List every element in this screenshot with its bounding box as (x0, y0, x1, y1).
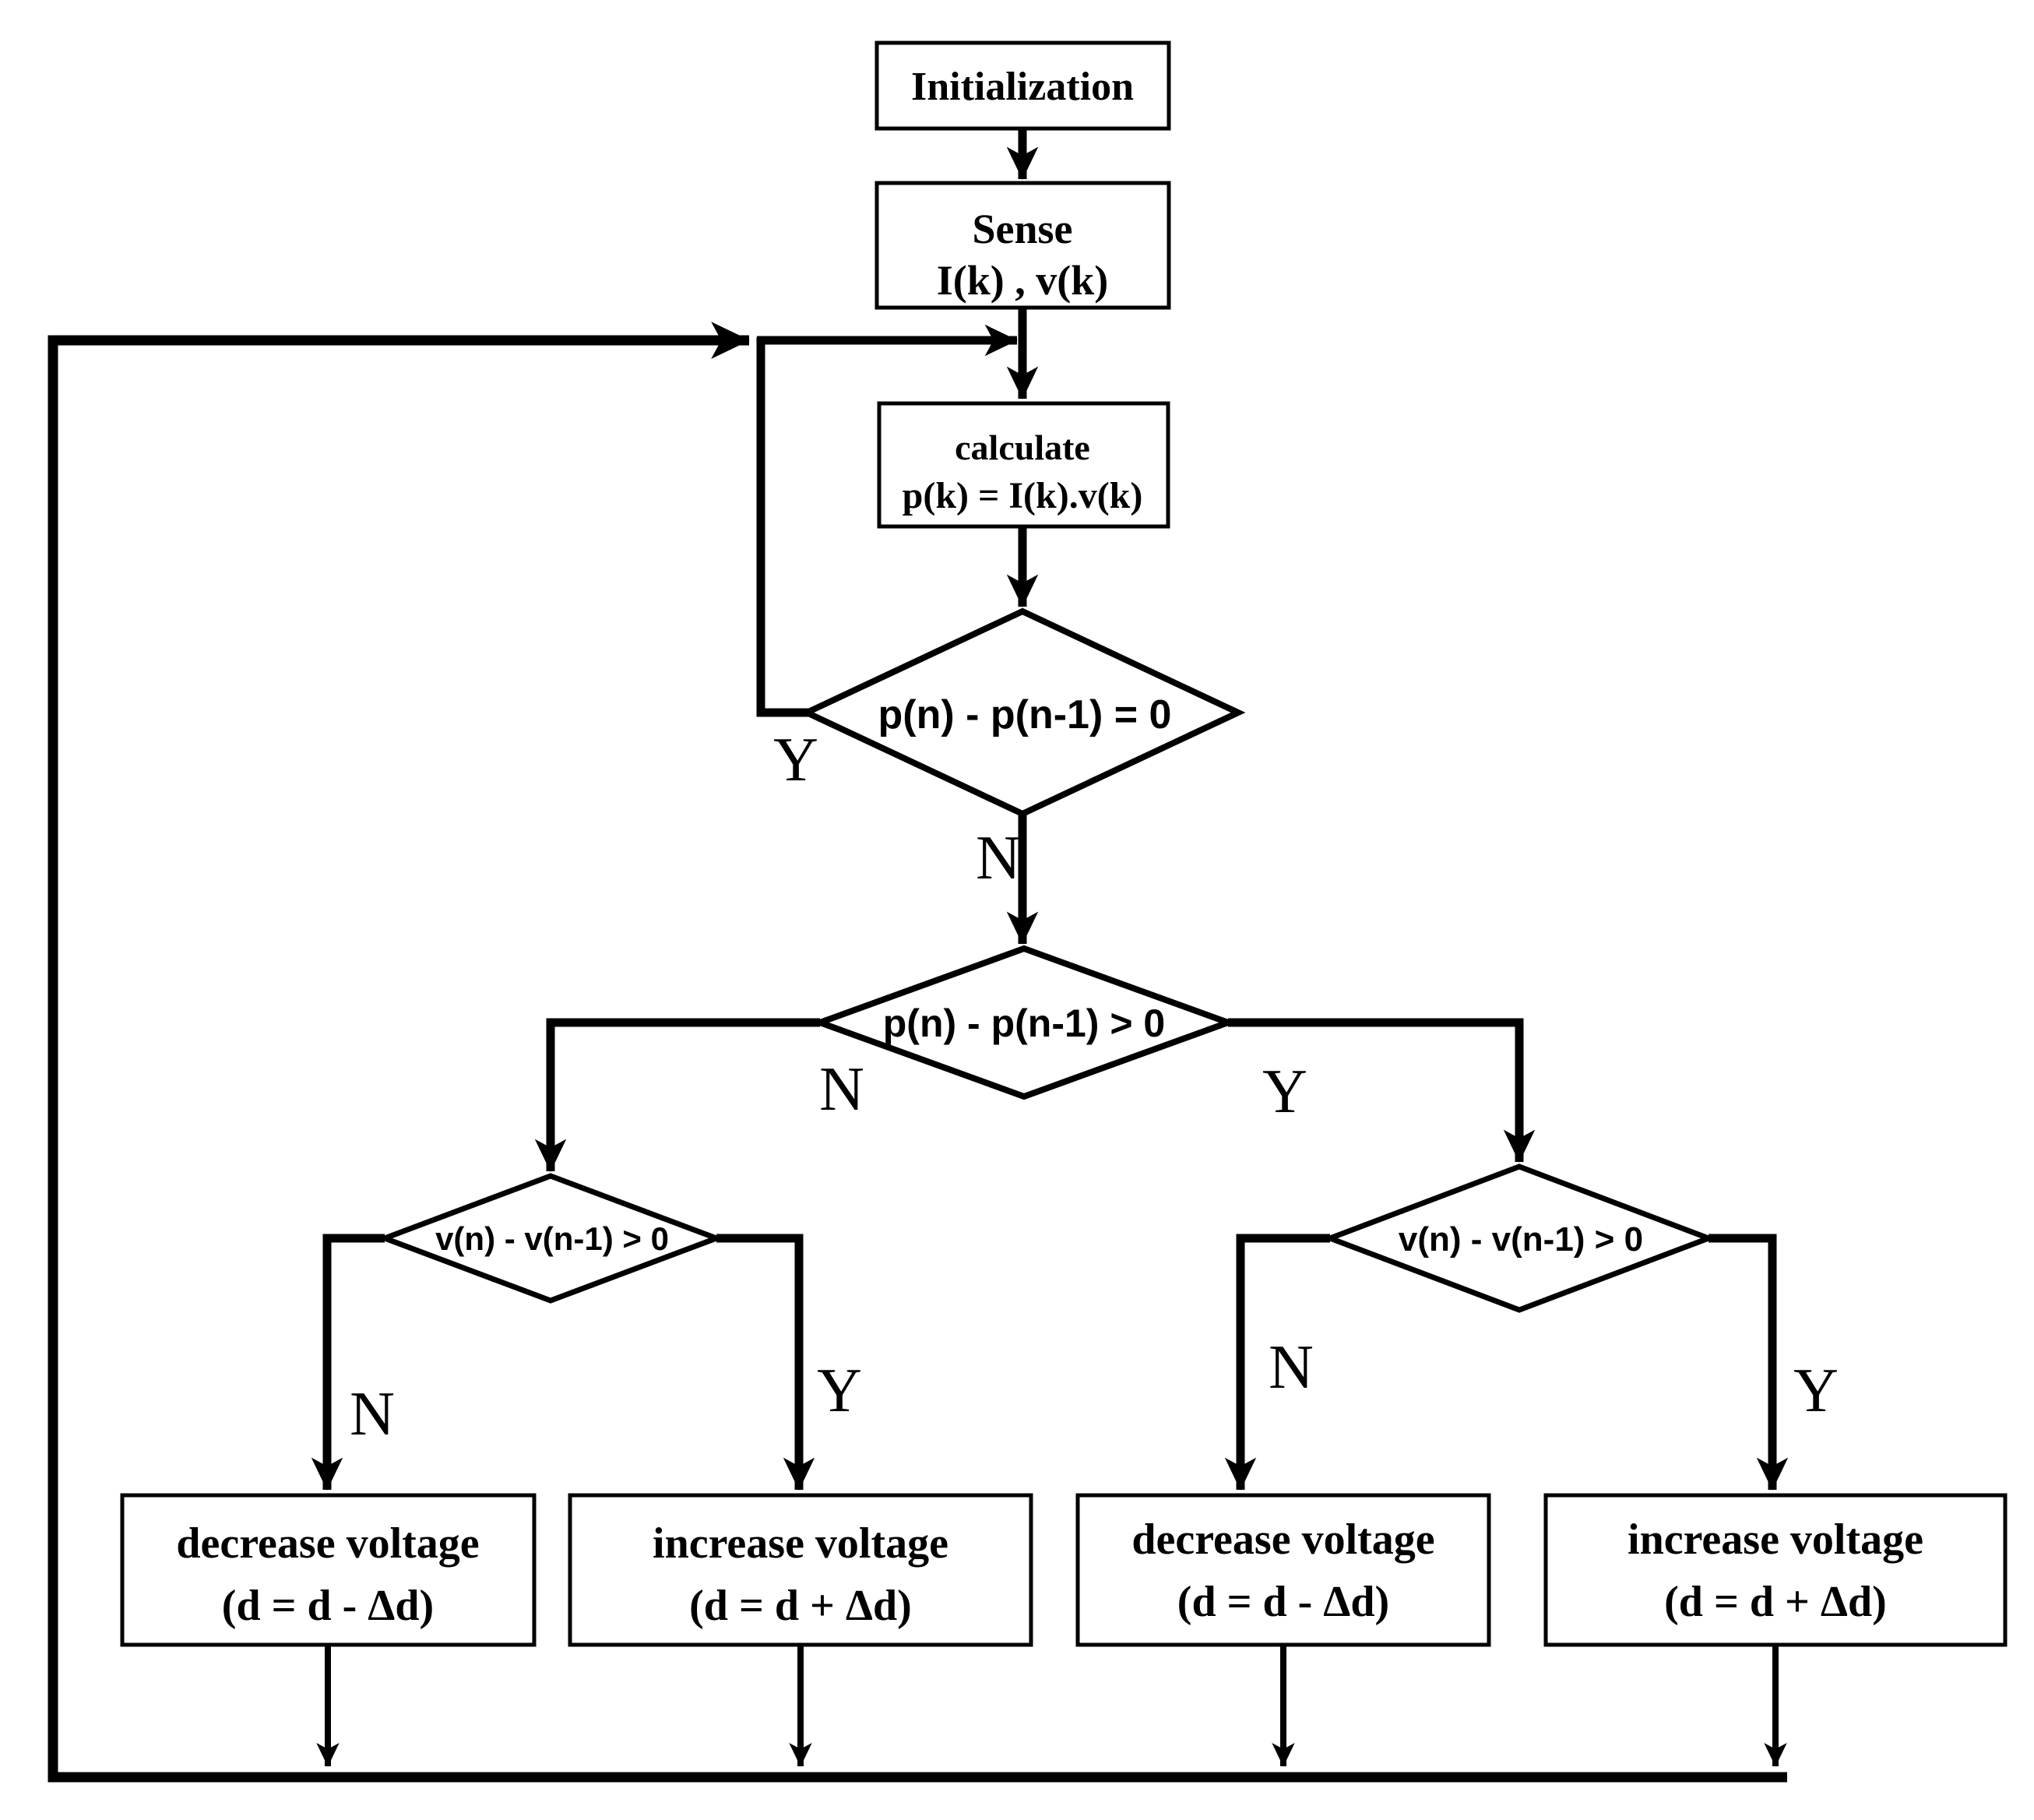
label-action1-line1: decrease voltage (176, 1519, 479, 1568)
label-decision-voltage-right: v(n) - v(n-1) > 0 (1399, 1220, 1643, 1259)
label-action2-line1: increase voltage (653, 1519, 948, 1568)
label-action3-line2: (d = d - Δd) (1177, 1578, 1389, 1626)
branch-label-d4-yes: Y (1793, 1357, 1839, 1425)
label-initialization: Initialization (911, 65, 1134, 109)
node-decision-voltage-left (377, 1173, 724, 1304)
node-action-increase-right (1543, 1493, 2008, 1647)
label-decision-power-equal: p(n) - p(n-1) = 0 (878, 692, 1172, 738)
node-decision-voltage-right (1322, 1163, 1716, 1313)
branch-label-d4-no: N (1269, 1333, 1314, 1402)
node-sense (874, 181, 1171, 310)
branch-label-d2-yes: Y (1262, 1058, 1307, 1126)
node-decision-power-equal (799, 607, 1246, 818)
label-sense-line1: Sense (972, 206, 1072, 252)
edge-decision1-yes-return (756, 337, 810, 717)
label-calculate-line2: p(k) = I(k).v(k) (903, 475, 1143, 516)
label-sense-line2: I(k) , v(k) (937, 257, 1109, 304)
edge-feedback-loop (48, 322, 1787, 1783)
label-calculate-line1: calculate (955, 428, 1090, 467)
node-initialization (874, 40, 1171, 131)
edge-decision2-yes-decision4 (1228, 1018, 1536, 1163)
edge-decision3-no-action1 (311, 1234, 385, 1491)
node-action-increase-left (568, 1493, 1033, 1647)
branch-label-d1-yes: Y (773, 726, 818, 794)
branch-label-d3-yes: Y (817, 1357, 862, 1425)
edge-decision2-no-decision3 (534, 1018, 820, 1172)
label-action1-line2: (d = d - Δd) (222, 1582, 434, 1630)
edge-decision4-yes-action4 (1708, 1234, 1789, 1491)
label-action4-line1: increase voltage (1628, 1515, 1923, 1564)
label-action4-line2: (d = d + Δd) (1664, 1578, 1887, 1626)
label-decision-voltage-left: v(n) - v(n-1) > 0 (435, 1220, 669, 1257)
edge-decision3-yes-action2 (716, 1234, 815, 1491)
node-decision-power-positive (811, 945, 1237, 1100)
label-decision-power-positive: p(n) - p(n-1) > 0 (883, 1002, 1165, 1045)
node-action-decrease-right (1075, 1493, 1491, 1647)
branch-label-d1-no: N (976, 824, 1021, 892)
label-action2-line2: (d = d + Δd) (689, 1582, 912, 1630)
branch-label-d2-no: N (819, 1055, 864, 1124)
branch-label-d3-no: N (350, 1380, 395, 1449)
edge-decision4-no-action3 (1224, 1234, 1330, 1491)
node-calculate (877, 401, 1170, 529)
node-action-decrease-left (120, 1493, 537, 1647)
label-action3-line1: decrease voltage (1131, 1515, 1434, 1564)
